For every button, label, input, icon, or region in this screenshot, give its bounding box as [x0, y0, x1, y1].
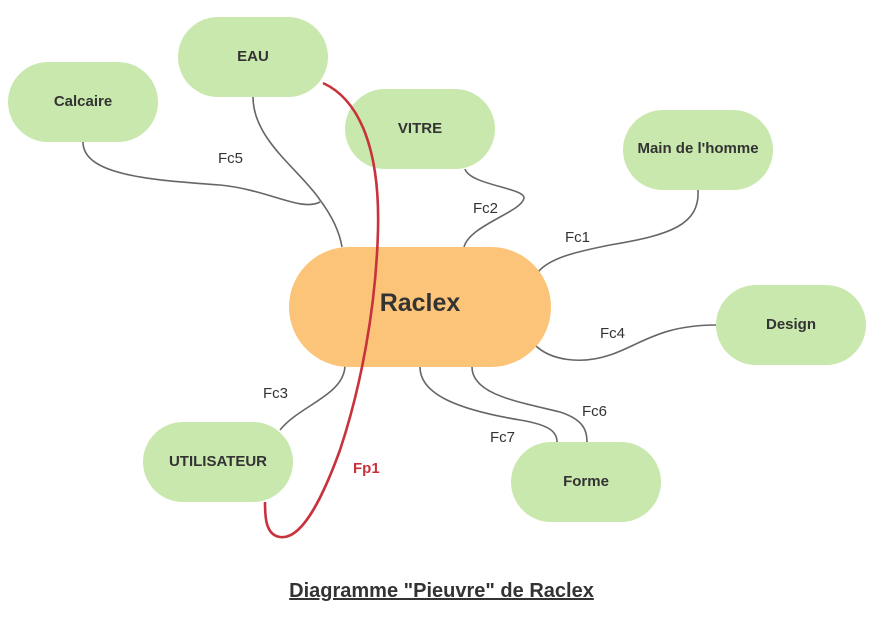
node-main-label: Main de l'homme [637, 140, 758, 157]
connector-fc5-calcaire [82, 141, 321, 206]
primary-function-fp1-curve [263, 81, 380, 539]
connectors [82, 96, 717, 443]
node-design-label: Design [766, 316, 816, 333]
node-eau-label: EAU [237, 48, 269, 65]
label-fc1: Fc1 [565, 229, 590, 246]
label-fc3: Fc3 [263, 385, 288, 402]
node-main-shape [623, 110, 773, 190]
node-utilisateur-label: UTILISATEUR [169, 453, 267, 470]
label-fp1: Fp1 [353, 460, 380, 477]
label-fc7: Fc7 [490, 429, 515, 446]
node-calcaire-shape [8, 62, 158, 142]
center-node-raclex: Raclex [289, 247, 551, 367]
node-forme-label: Forme [563, 473, 609, 490]
connector-fc3 [279, 364, 346, 431]
connector-fc7 [419, 366, 558, 443]
node-vitre: VITRE [345, 89, 495, 169]
center-node-shape [289, 247, 551, 367]
node-design: Design [716, 285, 866, 365]
connector-fc5-eau [252, 96, 343, 248]
node-eau: EAU [178, 17, 328, 97]
connector-fc6 [471, 366, 588, 443]
node-forme: Forme [511, 442, 661, 522]
connector-fc2 [463, 168, 525, 248]
connector-fc1 [537, 189, 699, 273]
node-design-shape [716, 285, 866, 365]
node-vitre-label: VITRE [398, 120, 442, 137]
label-fc2: Fc2 [473, 200, 498, 217]
diagram-caption: Diagramme "Pieuvre" de Raclex [289, 580, 594, 602]
label-fc4: Fc4 [600, 325, 625, 342]
node-utilisateur: UTILISATEUR [143, 422, 293, 502]
node-utilisateur-shape [143, 422, 293, 502]
label-fc6: Fc6 [582, 403, 607, 420]
label-fc5: Fc5 [218, 150, 243, 167]
node-vitre-shape [345, 89, 495, 169]
node-forme-shape [511, 442, 661, 522]
center-node-label: Raclex [380, 289, 461, 317]
node-eau-shape [178, 17, 328, 97]
node-main-de-lhomme: Main de l'homme [623, 110, 773, 190]
node-calcaire: Calcaire [8, 62, 158, 142]
node-calcaire-label: Calcaire [54, 93, 112, 110]
connector-fc4 [534, 324, 717, 361]
